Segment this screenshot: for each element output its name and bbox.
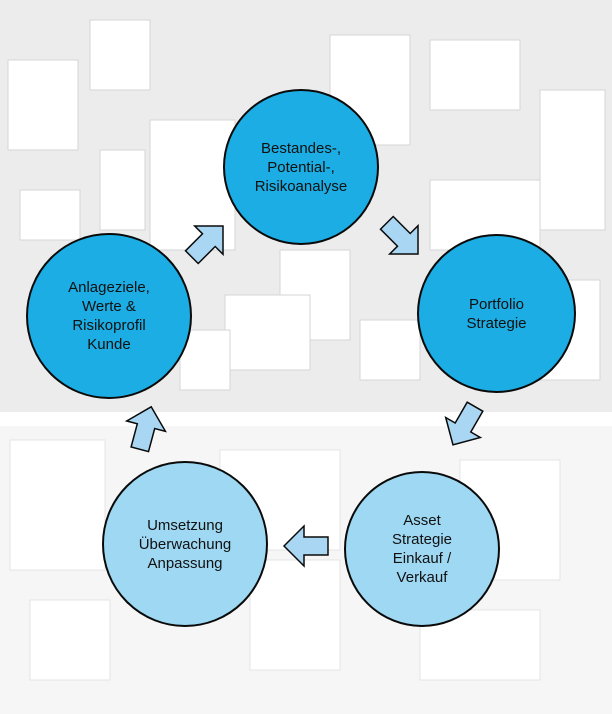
node-execution-label: Umsetzung Überwachung Anpassung bbox=[138, 516, 232, 572]
node-goals-label: Anlageziele, Werte & Risikoprofil Kunde bbox=[68, 279, 150, 353]
node-analysis-label: Bestandes-, Potential-, Risikoanalyse bbox=[254, 139, 348, 195]
node-asset-label: Asset Strategie Einkauf / Verkauf bbox=[391, 512, 453, 586]
node-execution: Umsetzung Überwachung Anpassung bbox=[102, 461, 268, 627]
node-portfolio: Portfolio Strategie bbox=[417, 234, 576, 393]
node-portfolio-label: Portfolio Strategie bbox=[466, 295, 527, 332]
node-asset: Asset Strategie Einkauf / Verkauf bbox=[344, 471, 500, 627]
arrow-analysis-to-portfolio bbox=[379, 215, 419, 255]
building-blocks-lower bbox=[9, 439, 561, 681]
arrow-portfolio-to-asset bbox=[444, 401, 484, 446]
arrow-goals-to-analysis bbox=[184, 225, 224, 265]
node-analysis: Bestandes-, Potential-, Risikoanalyse bbox=[223, 89, 379, 245]
node-goals: Anlageziele, Werte & Risikoprofil Kunde bbox=[26, 233, 192, 399]
arrow-execution-to-goals bbox=[124, 405, 167, 453]
arrow-asset-to-execution bbox=[282, 524, 329, 568]
